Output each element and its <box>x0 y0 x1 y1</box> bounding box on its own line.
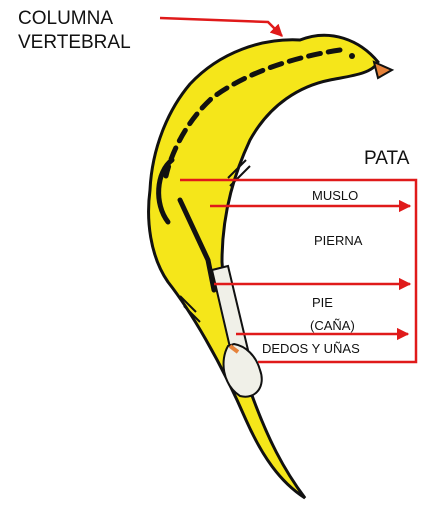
spine-label-line2: VERTEBRAL <box>18 32 131 53</box>
toes-label: DEDOS Y UÑAS <box>262 341 360 356</box>
bird-eye <box>349 53 355 59</box>
foot-label-line1: PIE <box>312 295 333 310</box>
bird-beak <box>374 62 392 78</box>
toes-claw <box>224 344 262 397</box>
spine-arrow <box>160 18 282 36</box>
thigh-label: MUSLO <box>312 188 358 203</box>
foot-label-line2: (CAÑA) <box>310 318 355 333</box>
shank-label: PIERNA <box>314 233 363 248</box>
bird-illustration <box>149 35 392 498</box>
leg-label: PATA <box>364 148 410 169</box>
spine-label-line1: COLUMNA <box>18 8 113 29</box>
bird-body <box>149 35 378 498</box>
